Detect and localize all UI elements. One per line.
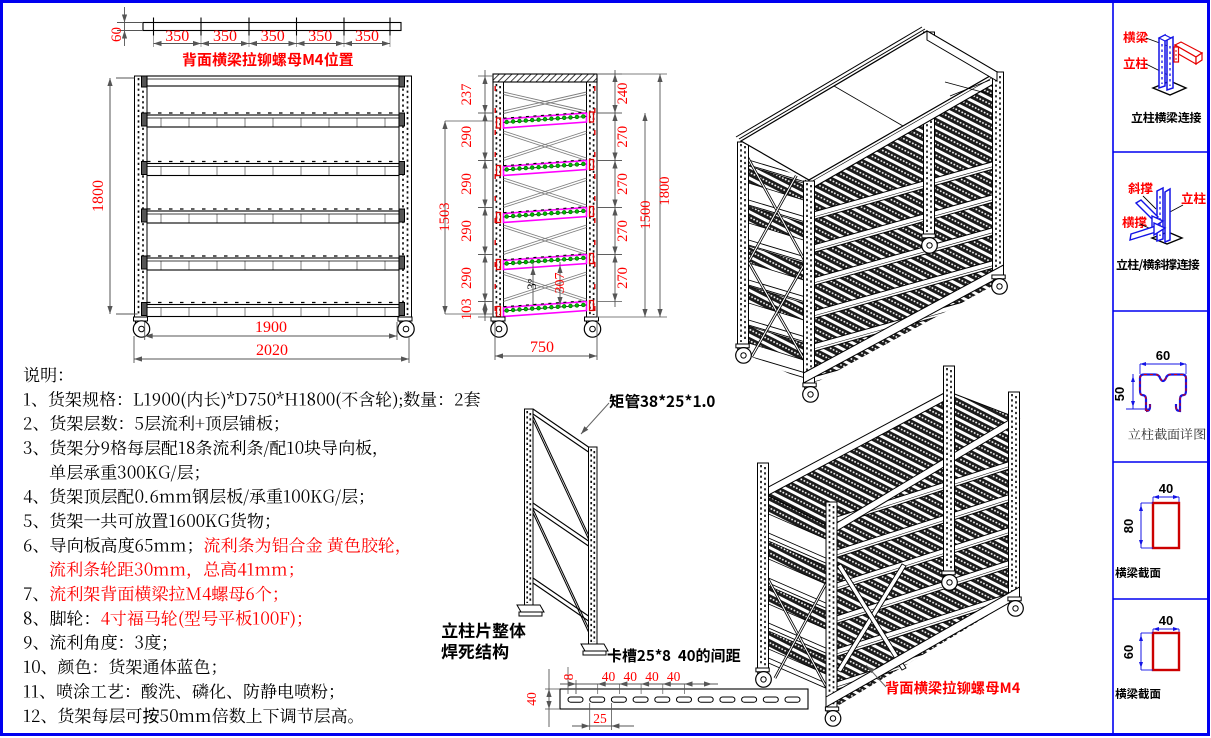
svg-text:290: 290 [459, 267, 475, 289]
svg-text:270: 270 [615, 173, 631, 195]
svg-text:横梁截面: 横梁截面 [1115, 565, 1161, 581]
svg-text:4、货架顶层配0.6mm钢层板/承重100KG/层；: 4、货架顶层配0.6mm钢层板/承重100KG/层； [23, 483, 375, 508]
svg-text:103: 103 [459, 298, 475, 320]
svg-text:50: 50 [1112, 387, 1127, 401]
svg-text:9、流利角度：3度；: 9、流利角度：3度； [23, 629, 178, 654]
svg-text:背面横梁拉铆螺母M4位置: 背面横梁拉铆螺母M4位置 [182, 49, 354, 70]
svg-text:750: 750 [530, 339, 554, 356]
svg-text:270: 270 [615, 267, 631, 289]
svg-text:10、颜色：货架通体蓝色；: 10、颜色：货架通体蓝色； [23, 653, 227, 678]
svg-text:单层承重300KG/层；: 单层承重300KG/层； [23, 459, 211, 484]
svg-text:25: 25 [593, 711, 607, 726]
svg-text:290: 290 [459, 126, 475, 148]
svg-text:7、流利架背面横梁拉M4螺母6个；: 7、流利架背面横梁拉M4螺母6个； [23, 580, 289, 605]
svg-text:8、脚轮：4寸福马轮(型号平板100F)；: 8、脚轮：4寸福马轮(型号平板100F)； [23, 605, 313, 630]
svg-text:横梁: 横梁 [1123, 27, 1149, 46]
svg-text:1500: 1500 [638, 201, 654, 230]
svg-text:40: 40 [645, 669, 659, 684]
svg-text:40: 40 [623, 669, 637, 684]
svg-text:307: 307 [553, 273, 568, 294]
svg-text:1800: 1800 [90, 180, 107, 212]
svg-text:1900: 1900 [255, 319, 287, 336]
svg-text:40: 40 [602, 669, 616, 684]
svg-text:流利条轮距30mm，总高41mm；: 流利条轮距30mm，总高41mm； [23, 556, 305, 581]
svg-text:5、货架一共可放置1600KG货物；: 5、货架一共可放置1600KG货物； [23, 507, 281, 532]
svg-text:说明：: 说明： [23, 361, 74, 386]
svg-text:卡槽25*8 40的间距: 卡槽25*8 40的间距 [607, 645, 741, 666]
svg-text:横梁截面: 横梁截面 [1115, 686, 1161, 702]
svg-text:350: 350 [165, 28, 189, 45]
svg-text:矩管38*25*1.0: 矩管38*25*1.0 [609, 390, 716, 412]
svg-text:1503: 1503 [437, 203, 453, 232]
svg-text:横撑: 横撑 [1122, 212, 1148, 231]
svg-text:立柱截面详图: 立柱截面详图 [1128, 424, 1206, 443]
svg-text:3、货架分9格每层配18条流利条/配10块导向板，: 3、货架分9格每层配18条流利条/配10块导向板， [23, 434, 389, 459]
svg-text:40: 40 [1159, 613, 1173, 628]
svg-text:350: 350 [308, 28, 332, 45]
svg-text:立柱横梁连接: 立柱横梁连接 [1131, 109, 1202, 126]
svg-text:40: 40 [667, 669, 681, 684]
svg-text:11、喷涂工艺：酸洗、磷化、防静电喷粉；: 11、喷涂工艺：酸洗、磷化、防静电喷粉； [23, 678, 345, 703]
svg-text:60: 60 [1156, 348, 1170, 363]
svg-text:240: 240 [615, 83, 631, 105]
svg-text:斜撑: 斜撑 [1128, 178, 1154, 197]
svg-text:立柱片整体: 立柱片整体 [441, 617, 526, 642]
svg-text:1、货架规格：L1900(内长)*D750*H1800(不含: 1、货架规格：L1900(内长)*D750*H1800(不含轮);数量：2套 [23, 386, 481, 411]
svg-text:12、货架每层可按50mm倍数上下调节层高。: 12、货架每层可按50mm倍数上下调节层高。 [23, 702, 365, 727]
svg-text:80: 80 [1121, 519, 1136, 533]
svg-text:350: 350 [213, 28, 237, 45]
svg-text:背面横梁拉铆螺母M4: 背面横梁拉铆螺母M4 [885, 677, 1020, 698]
svg-text:40: 40 [524, 692, 539, 706]
svg-text:2、货架层数：5层流利+顶层铺板；: 2、货架层数：5层流利+顶层铺板； [23, 410, 290, 435]
svg-text:焊死结构: 焊死结构 [441, 638, 509, 663]
svg-text:立柱/横斜撑连接: 立柱/横斜撑连接 [1116, 256, 1200, 273]
svg-text:立柱: 立柱 [1123, 53, 1149, 72]
svg-text:237: 237 [459, 84, 475, 106]
svg-text:350: 350 [355, 28, 379, 45]
svg-text:290: 290 [459, 220, 475, 242]
svg-text:8: 8 [561, 673, 576, 680]
svg-text:1800: 1800 [657, 177, 673, 206]
svg-text:3°: 3° [524, 278, 539, 290]
svg-text:350: 350 [261, 28, 285, 45]
svg-text:270: 270 [615, 126, 631, 148]
svg-text:60: 60 [1121, 645, 1136, 659]
svg-text:40: 40 [1159, 481, 1173, 496]
svg-text:6、导向板高度65mm；流利条为铝合金 黄色胶轮，: 6、导向板高度65mm；流利条为铝合金 黄色胶轮， [23, 532, 412, 557]
svg-text:2020: 2020 [256, 342, 288, 359]
svg-text:60: 60 [109, 27, 125, 42]
svg-text:立柱: 立柱 [1181, 188, 1207, 207]
svg-text:290: 290 [459, 173, 475, 195]
svg-text:270: 270 [615, 220, 631, 242]
